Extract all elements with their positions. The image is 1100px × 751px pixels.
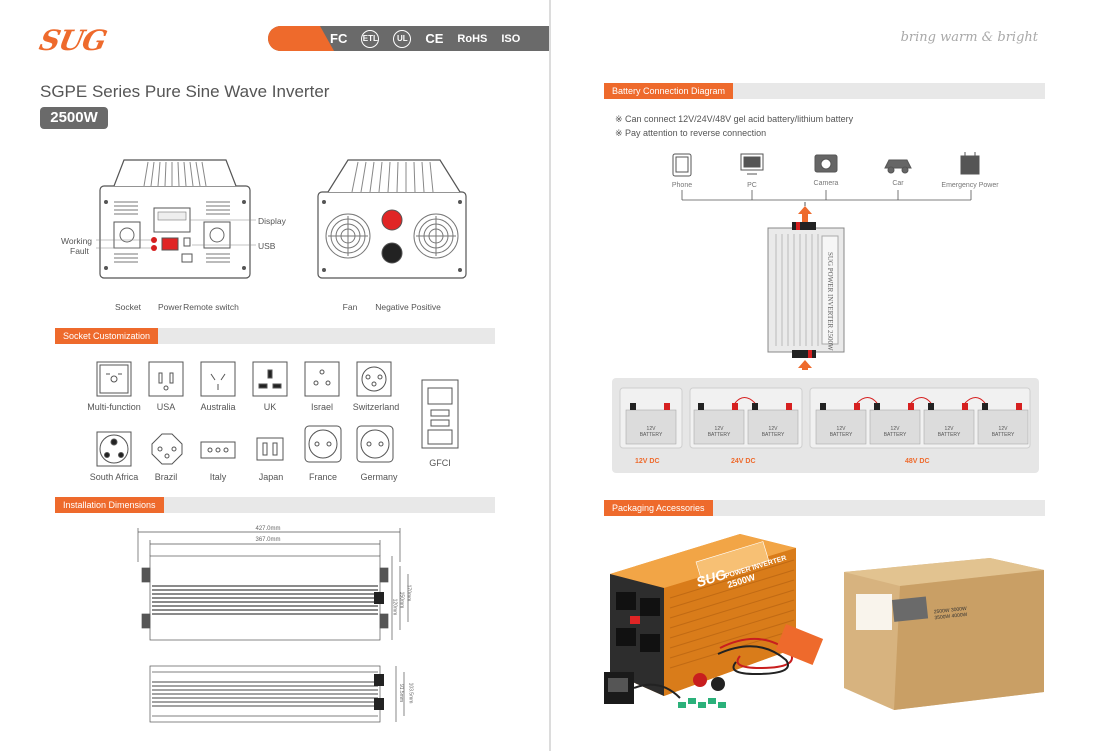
battery-connection-title: Battery Connection Diagram — [604, 83, 734, 99]
brand-slogan: bring warm & bright — [900, 30, 1038, 45]
packaging-title: Packaging Accessories — [604, 500, 713, 516]
socket-usa: USA — [156, 402, 176, 412]
power-badge: 2500W — [40, 107, 108, 129]
usb-label: USB — [258, 241, 276, 251]
dim-inner-length: 367.0mm — [255, 537, 281, 543]
dim-height-1: 170mm — [405, 584, 412, 602]
fan-label: Fan — [342, 302, 358, 312]
svg-text:BATTERY: BATTERY — [938, 432, 961, 438]
group-12v-label: 12V DC — [635, 458, 660, 465]
device-icons — [672, 152, 980, 201]
svg-text:12V: 12V — [891, 426, 901, 432]
svg-text:BATTERY: BATTERY — [640, 432, 663, 438]
socket-germany: Germany — [360, 472, 398, 482]
iso-cert-icon: ISO — [501, 32, 521, 45]
asterisk-icon: ※ — [615, 114, 626, 124]
socket-france: France — [308, 472, 338, 482]
front-panel-drawing — [96, 159, 256, 279]
battery-note-2: ※ Pay attention to reverse connection — [615, 128, 767, 138]
negative-label: Negative — [375, 302, 409, 312]
installation-dimensions-header: Installation Dimensions — [55, 497, 495, 513]
socket-italy: Italy — [209, 472, 227, 482]
battery-connection-header: Battery Connection Diagram — [604, 83, 1045, 99]
socket-brazil: Brazil — [154, 472, 178, 482]
svg-text:12V: 12V — [945, 426, 955, 432]
device-emergency-power: Emergency Power — [941, 182, 999, 189]
socket-label: Socket — [115, 302, 141, 312]
socket-israel: Israel — [310, 402, 334, 412]
socket-gfci: GFCI — [429, 458, 451, 468]
dim-height-3: 120mm — [391, 598, 398, 616]
socket-south-africa: South Africa — [89, 472, 139, 482]
socket-switzerland: Switzerland — [352, 402, 400, 412]
brand-logo: SUG — [36, 24, 110, 57]
socket-japan: Japan — [258, 472, 284, 482]
svg-text:12V: 12V — [999, 426, 1009, 432]
remote-switch-label: Remote switch — [183, 302, 239, 312]
power-label: Power — [157, 302, 183, 312]
svg-text:BATTERY: BATTERY — [992, 432, 1015, 438]
svg-text:BATTERY: BATTERY — [884, 432, 907, 438]
svg-text:BATTERY: BATTERY — [708, 432, 731, 438]
dim-overall-length: 427.0mm — [255, 526, 281, 532]
socket-australia: Australia — [200, 402, 236, 412]
dimension-drawing — [137, 528, 409, 723]
device-camera: Camera — [813, 180, 839, 187]
group-48v-label: 48V DC — [905, 458, 930, 465]
product-title: SGPE Series Pure Sine Wave Inverter — [40, 82, 330, 101]
certification-bar: FC ETL UL CE RoHS ISO — [268, 26, 549, 51]
installation-dimensions-title: Installation Dimensions — [55, 497, 164, 513]
rohs-cert-icon: RoHS — [457, 32, 488, 45]
packaging-photo — [604, 534, 1044, 710]
display-label: Display — [258, 216, 286, 226]
battery-note-1: ※ Can connect 12V/24V/48V gel acid batte… — [615, 114, 854, 124]
socket-customization-title: Socket Customization — [55, 328, 159, 344]
svg-text:12V: 12V — [715, 426, 725, 432]
dim-depth-2: 91.5mm — [398, 683, 405, 703]
socket-uk: UK — [263, 402, 277, 412]
packaging-header: Packaging Accessories — [604, 500, 1045, 516]
positive-label: Positive — [411, 302, 441, 312]
ul-cert-icon: UL — [393, 29, 412, 48]
socket-customization-header: Socket Customization — [55, 328, 495, 344]
dim-depth-1: 103.5mm — [407, 682, 414, 704]
page-divider — [549, 0, 551, 751]
fault-label: Fault — [70, 246, 89, 256]
ce-cert-icon: CE — [425, 31, 444, 46]
svg-text:12V: 12V — [769, 426, 779, 432]
fc-cert-icon: FC — [330, 31, 348, 46]
asterisk-icon: ※ — [615, 128, 626, 138]
inverter-top-view: SUG POWER INVERTER 2500W — [767, 202, 845, 370]
svg-text:12V: 12V — [837, 426, 847, 432]
etl-cert-icon: ETL — [361, 29, 380, 48]
group-24v-label: 24V DC — [731, 458, 756, 465]
inverter-side-text: SUG POWER INVERTER 2500W — [826, 252, 834, 351]
rear-panel-drawing — [317, 159, 467, 279]
socket-multi-function: Multi-function — [87, 402, 141, 412]
device-pc: PC — [747, 182, 757, 189]
socket-icons — [96, 361, 459, 467]
device-car: Car — [892, 180, 904, 187]
device-phone: Phone — [671, 182, 693, 189]
cert-bar-accent — [268, 26, 334, 51]
dim-height-2: 150mm — [398, 591, 405, 609]
svg-text:BATTERY: BATTERY — [830, 432, 853, 438]
working-label: Working — [61, 236, 93, 246]
svg-text:BATTERY: BATTERY — [762, 432, 785, 438]
svg-text:12V: 12V — [647, 426, 657, 432]
